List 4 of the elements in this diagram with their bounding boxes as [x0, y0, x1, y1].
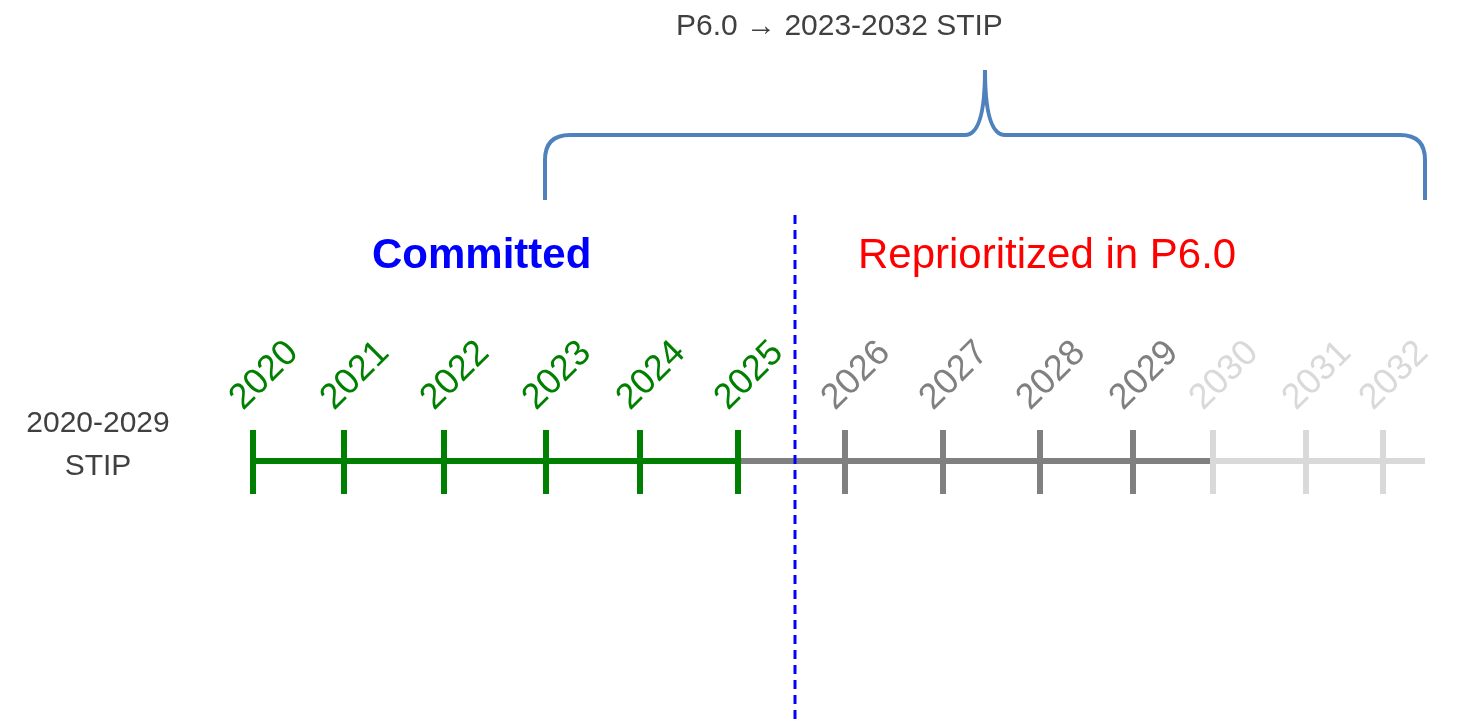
row-label: 2020-2029 STIP — [25, 404, 171, 483]
bracket-label: P6.0 → 2023-2032 STIP — [676, 7, 1003, 43]
section-heading: Reprioritized in P6.0 — [858, 229, 1237, 279]
section-heading: Committed — [372, 229, 592, 279]
